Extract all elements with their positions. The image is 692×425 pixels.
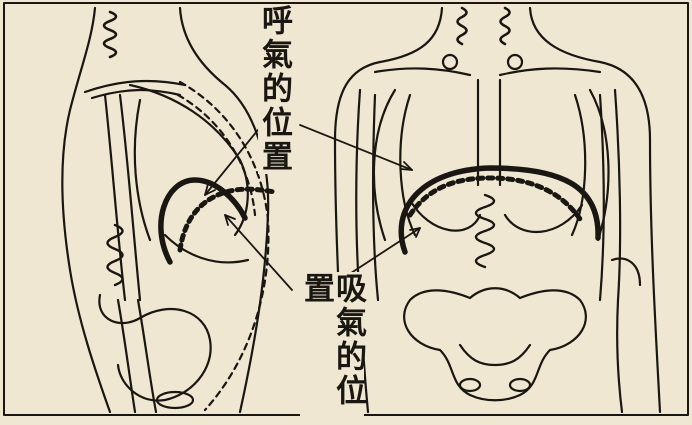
front-diaphragm-inhale xyxy=(410,178,582,222)
exhale-arrow-left xyxy=(205,125,262,195)
side-ribcage xyxy=(130,85,248,235)
side-view-figure xyxy=(62,8,275,412)
front-pelvis xyxy=(404,288,586,400)
front-clavicles xyxy=(375,68,600,75)
front-arm-right xyxy=(600,90,622,412)
front-lumbar-spine xyxy=(476,195,494,267)
side-neck-spine xyxy=(104,12,116,57)
exhale-position-label: 呼氣的位置 xyxy=(258,4,290,174)
front-view-figure xyxy=(335,8,660,412)
side-body-outline xyxy=(62,8,110,412)
inhale-position-label: 吸氣的位置 xyxy=(300,272,364,425)
front-neck-spine xyxy=(458,8,467,44)
side-pelvis xyxy=(99,295,210,401)
inhale-arrow-left xyxy=(225,215,292,290)
